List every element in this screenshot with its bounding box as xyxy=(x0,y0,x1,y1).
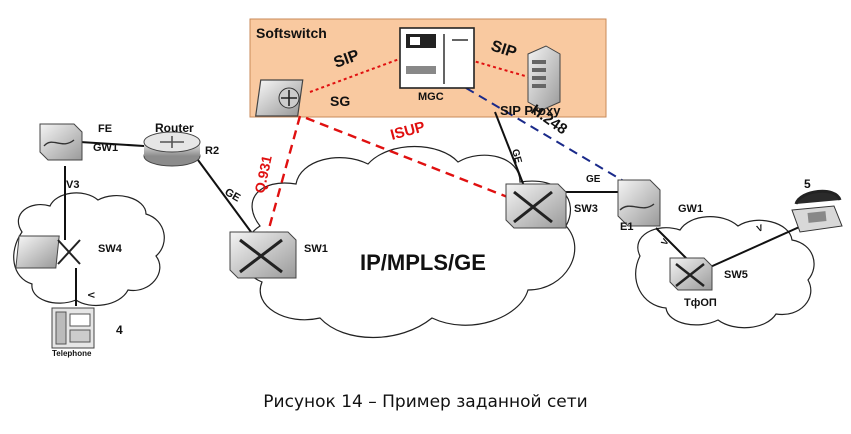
telephone-right-node[interactable] xyxy=(791,189,843,233)
tfop-label: ТфОП xyxy=(684,297,717,309)
isup-label: ISUP xyxy=(389,118,427,143)
sip-proxy-label: SIP Proxy xyxy=(500,103,561,118)
e1-label: E1 xyxy=(620,221,633,233)
link-sw5-phone xyxy=(707,223,807,269)
telephone-left-node[interactable] xyxy=(51,307,95,349)
sg-label: SG xyxy=(330,93,350,109)
sw5-label: SW5 xyxy=(724,269,748,281)
ge-sw3-label: GE xyxy=(509,148,523,165)
gw1-left-label: GW1 xyxy=(93,142,118,154)
link-router-sw1 xyxy=(197,159,255,237)
fe-label: FE xyxy=(98,123,112,135)
link-gw1-sw5 xyxy=(655,227,691,263)
q931-label: Q.931 xyxy=(251,154,275,195)
link-sg-sw1-q931 xyxy=(266,115,302,233)
mgc-label: MGC xyxy=(418,91,444,103)
sw1-node[interactable] xyxy=(229,231,297,279)
link-mgc-proxy-sip xyxy=(469,59,533,79)
gw1-right-node[interactable] xyxy=(617,179,661,227)
router-label: Router xyxy=(155,121,194,135)
telephone-label: Telephone xyxy=(52,349,92,358)
r2-label: R2 xyxy=(205,145,219,157)
link-gw1-router xyxy=(79,141,145,147)
sip-proxy-node[interactable] xyxy=(527,45,561,111)
link-mgc-gw1-h248 xyxy=(465,87,633,187)
link-mgc-sw3 xyxy=(494,111,525,187)
signalling-links xyxy=(266,57,533,233)
v-sw5-label: V xyxy=(659,237,671,247)
link-sg-mgc-sip xyxy=(309,57,403,93)
v-sw4-label: V xyxy=(86,292,96,298)
label-4: 4 xyxy=(116,323,123,337)
figure-caption: Рисунок 14 – Пример заданной сети xyxy=(263,392,588,412)
gw1-left-node[interactable] xyxy=(39,123,83,161)
ge-router-label: GE xyxy=(223,186,243,204)
link-sg-sw3-isup xyxy=(305,116,511,200)
cloud-core xyxy=(242,146,576,339)
physical-links xyxy=(64,111,807,306)
mgc-node[interactable] xyxy=(399,27,475,89)
sw5-node[interactable] xyxy=(669,257,713,291)
label-5: 5 xyxy=(804,177,811,191)
sg-node[interactable] xyxy=(255,79,304,117)
v-phone-label: V xyxy=(755,222,764,233)
router-node[interactable] xyxy=(143,131,201,167)
core-cloud-label: IP/MPLS/GE xyxy=(360,250,486,275)
ge-gw-label: GE xyxy=(586,174,601,185)
softswitch-title: Softswitch xyxy=(256,25,327,41)
gw1-right-label: GW1 xyxy=(678,203,703,215)
v3-label: V3 xyxy=(66,179,79,191)
sw4-label: SW4 xyxy=(98,243,123,255)
cloud-left xyxy=(13,192,165,307)
cloud-right xyxy=(635,216,815,329)
sw4-node[interactable] xyxy=(15,235,81,269)
sw3-node[interactable] xyxy=(505,183,567,229)
sw1-label: SW1 xyxy=(304,243,328,255)
sw3-label: SW3 xyxy=(574,203,598,215)
